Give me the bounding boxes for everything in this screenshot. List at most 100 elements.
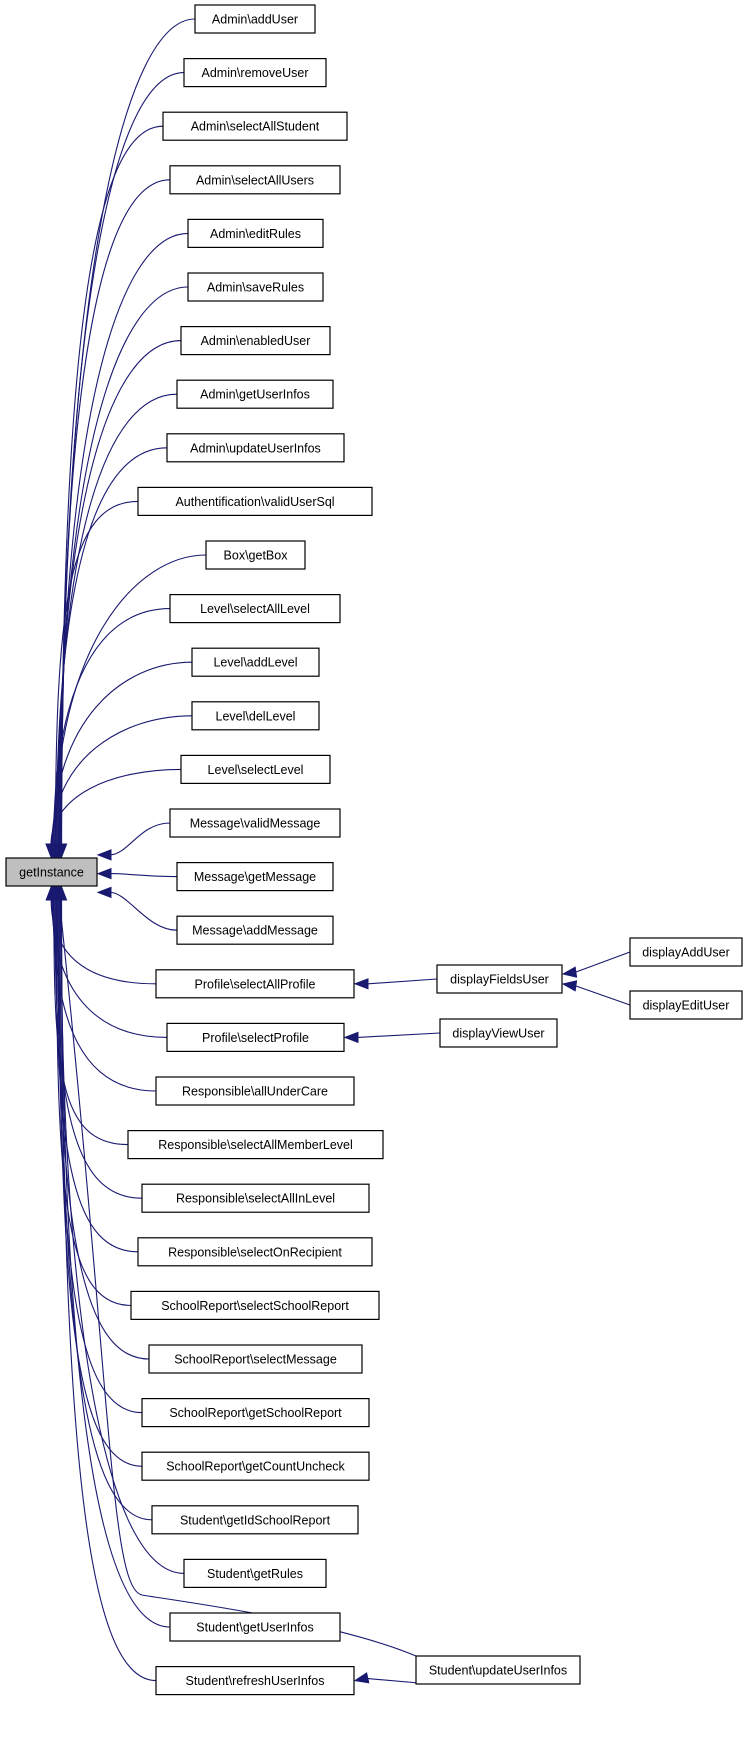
node-admin-getuserinfos[interactable]: Admin\getUserInfos [176,379,334,409]
node-box [629,990,743,1020]
node-label: Level\addLevel [213,656,297,670]
node-admin-enableduser[interactable]: Admin\enabledUser [180,326,331,356]
node-label: Responsible\selectAllMemberLevel [158,1138,353,1152]
edge-student-getuserinfos [60,898,171,1628]
node-student-getidschoolreport[interactable]: Student\getIdSchoolReport [151,1505,359,1535]
node-message-addmessage[interactable]: Message\addMessage [176,915,334,945]
node-schoolreport-getschoolreport[interactable]: SchoolReport\getSchoolReport [141,1397,370,1428]
node-box [183,57,327,88]
node-profile-selectallprofile[interactable]: Profile\selectAllProfile [155,969,355,999]
node-box [415,1655,581,1685]
node-label: Admin\saveRules [207,281,304,295]
node-label: Box\getBox [224,549,289,563]
node-label: Student\updateUserInfos [429,1664,567,1678]
arrow-level-selectlevel [45,843,57,859]
node-label: SchoolReport\selectSchoolReport [161,1299,349,1313]
node-student-getuserinfos[interactable]: Student\getUserInfos [169,1612,341,1642]
node-box-getbox[interactable]: Box\getBox [205,540,306,570]
edges-layer [45,18,631,1685]
node-displayedituser[interactable]: displayEditUser [629,990,743,1020]
node-level-addlevel[interactable]: Level\addLevel [191,647,320,677]
node-box [169,808,341,838]
edge-edit-to-fields [575,985,631,1006]
node-label: displayAddUser [642,946,730,960]
node-level-selectalllevel[interactable]: Level\selectAllLevel [169,593,341,624]
node-box [141,1397,370,1428]
node-level-selectlevel[interactable]: Level\selectLevel [180,754,331,785]
arrow-message-validmessage [96,849,112,861]
node-authentification-validusersql[interactable]: Authentification\validUserSql [137,486,373,516]
node-message-getmessage[interactable]: Message\getMessage [176,861,334,892]
node-responsible-selectonrecipient[interactable]: Responsible\selectOnRecipient [137,1237,373,1267]
node-box [137,1237,373,1267]
node-label: Student\getIdSchoolReport [180,1513,331,1527]
node-admin-removeuser[interactable]: Admin\removeUser [183,57,327,88]
node-label: displayViewUser [452,1027,544,1041]
node-level-dellevel[interactable]: Level\delLevel [191,701,320,731]
node-box [141,1451,370,1481]
node-label: Profile\selectAllProfile [195,977,316,991]
node-box [155,1076,355,1106]
node-displayadduser[interactable]: displayAddUser [629,937,743,967]
node-box [205,540,306,570]
node-label: Responsible\selectOnRecipient [168,1245,342,1259]
node-label: displayFieldsUser [450,973,549,987]
node-message-validmessage[interactable]: Message\validMessage [169,808,341,838]
node-box [169,165,341,195]
edge-admin-saverules [58,286,189,846]
edge-responsible-allundercare [52,898,157,1092]
node-responsible-selectallinlevel[interactable]: Responsible\selectAllInLevel [141,1183,370,1213]
node-label: Responsible\selectAllInLevel [176,1192,335,1206]
node-label: Admin\enabledUser [201,334,311,348]
node-box [436,964,563,994]
node-box [162,111,348,141]
node-getinstance[interactable]: getInstance [5,857,98,887]
node-label: Admin\selectAllUsers [196,173,314,187]
node-box [5,857,98,887]
node-box [191,647,320,677]
node-admin-updateuserinfos[interactable]: Admin\updateUserInfos [166,433,345,463]
edge-admin-adduser [60,18,196,846]
node-label: getInstance [19,866,84,880]
node-label: Profile\selectProfile [202,1031,309,1045]
edge-level-selectlevel [50,768,182,846]
node-admin-selectallstudent[interactable]: Admin\selectAllStudent [162,111,348,141]
node-responsible-allundercare[interactable]: Responsible\allUnderCare [155,1076,355,1106]
node-student-refreshuserinfos[interactable]: Student\refreshUserInfos [155,1665,355,1696]
node-schoolreport-selectmessage[interactable]: SchoolReport\selectMessage [148,1344,363,1374]
node-box [155,969,355,999]
node-admin-editrules[interactable]: Admin\editRules [187,218,324,248]
edge-student-refreshuserinfos [60,898,157,1682]
node-box [130,1290,380,1321]
node-profile-selectprofile[interactable]: Profile\selectProfile [166,1022,345,1053]
node-label: Responsible\allUnderCare [182,1085,328,1099]
node-student-getrules[interactable]: Student\getRules [183,1558,327,1589]
edge-responsible-selectallmemberlevel [53,898,129,1146]
node-box [155,1665,355,1696]
node-displayviewuser[interactable]: displayViewUser [439,1018,558,1048]
node-schoolreport-selectschoolreport[interactable]: SchoolReport\selectSchoolReport [130,1290,380,1321]
node-label: Student\getRules [207,1567,303,1581]
arrow-fields-edit [561,980,578,992]
node-admin-adduser[interactable]: Admin\addUser [194,4,316,34]
node-label: Level\selectAllLevel [200,602,310,616]
node-box [180,754,331,785]
node-box [148,1344,363,1374]
node-student-updateuserinfos[interactable]: Student\updateUserInfos [415,1655,581,1685]
node-box [187,218,324,248]
node-responsible-selectallmemberlevel[interactable]: Responsible\selectAllMemberLevel [127,1129,384,1160]
node-label: Message\validMessage [190,817,321,831]
node-label: SchoolReport\getSchoolReport [169,1406,342,1420]
edge-admin-updateuserinfos [55,447,168,846]
node-displayfieldsuser[interactable]: displayFieldsUser [436,964,563,994]
node-box [176,861,334,892]
node-box [439,1018,558,1048]
node-box [194,4,316,34]
node-admin-saverules[interactable]: Admin\saveRules [187,272,324,302]
node-box [169,593,341,624]
node-label: SchoolReport\selectMessage [174,1353,337,1367]
node-schoolreport-getcountuncheck[interactable]: SchoolReport\getCountUncheck [141,1451,370,1481]
node-label: Admin\editRules [210,227,301,241]
node-admin-selectallusers[interactable]: Admin\selectAllUsers [169,165,341,195]
